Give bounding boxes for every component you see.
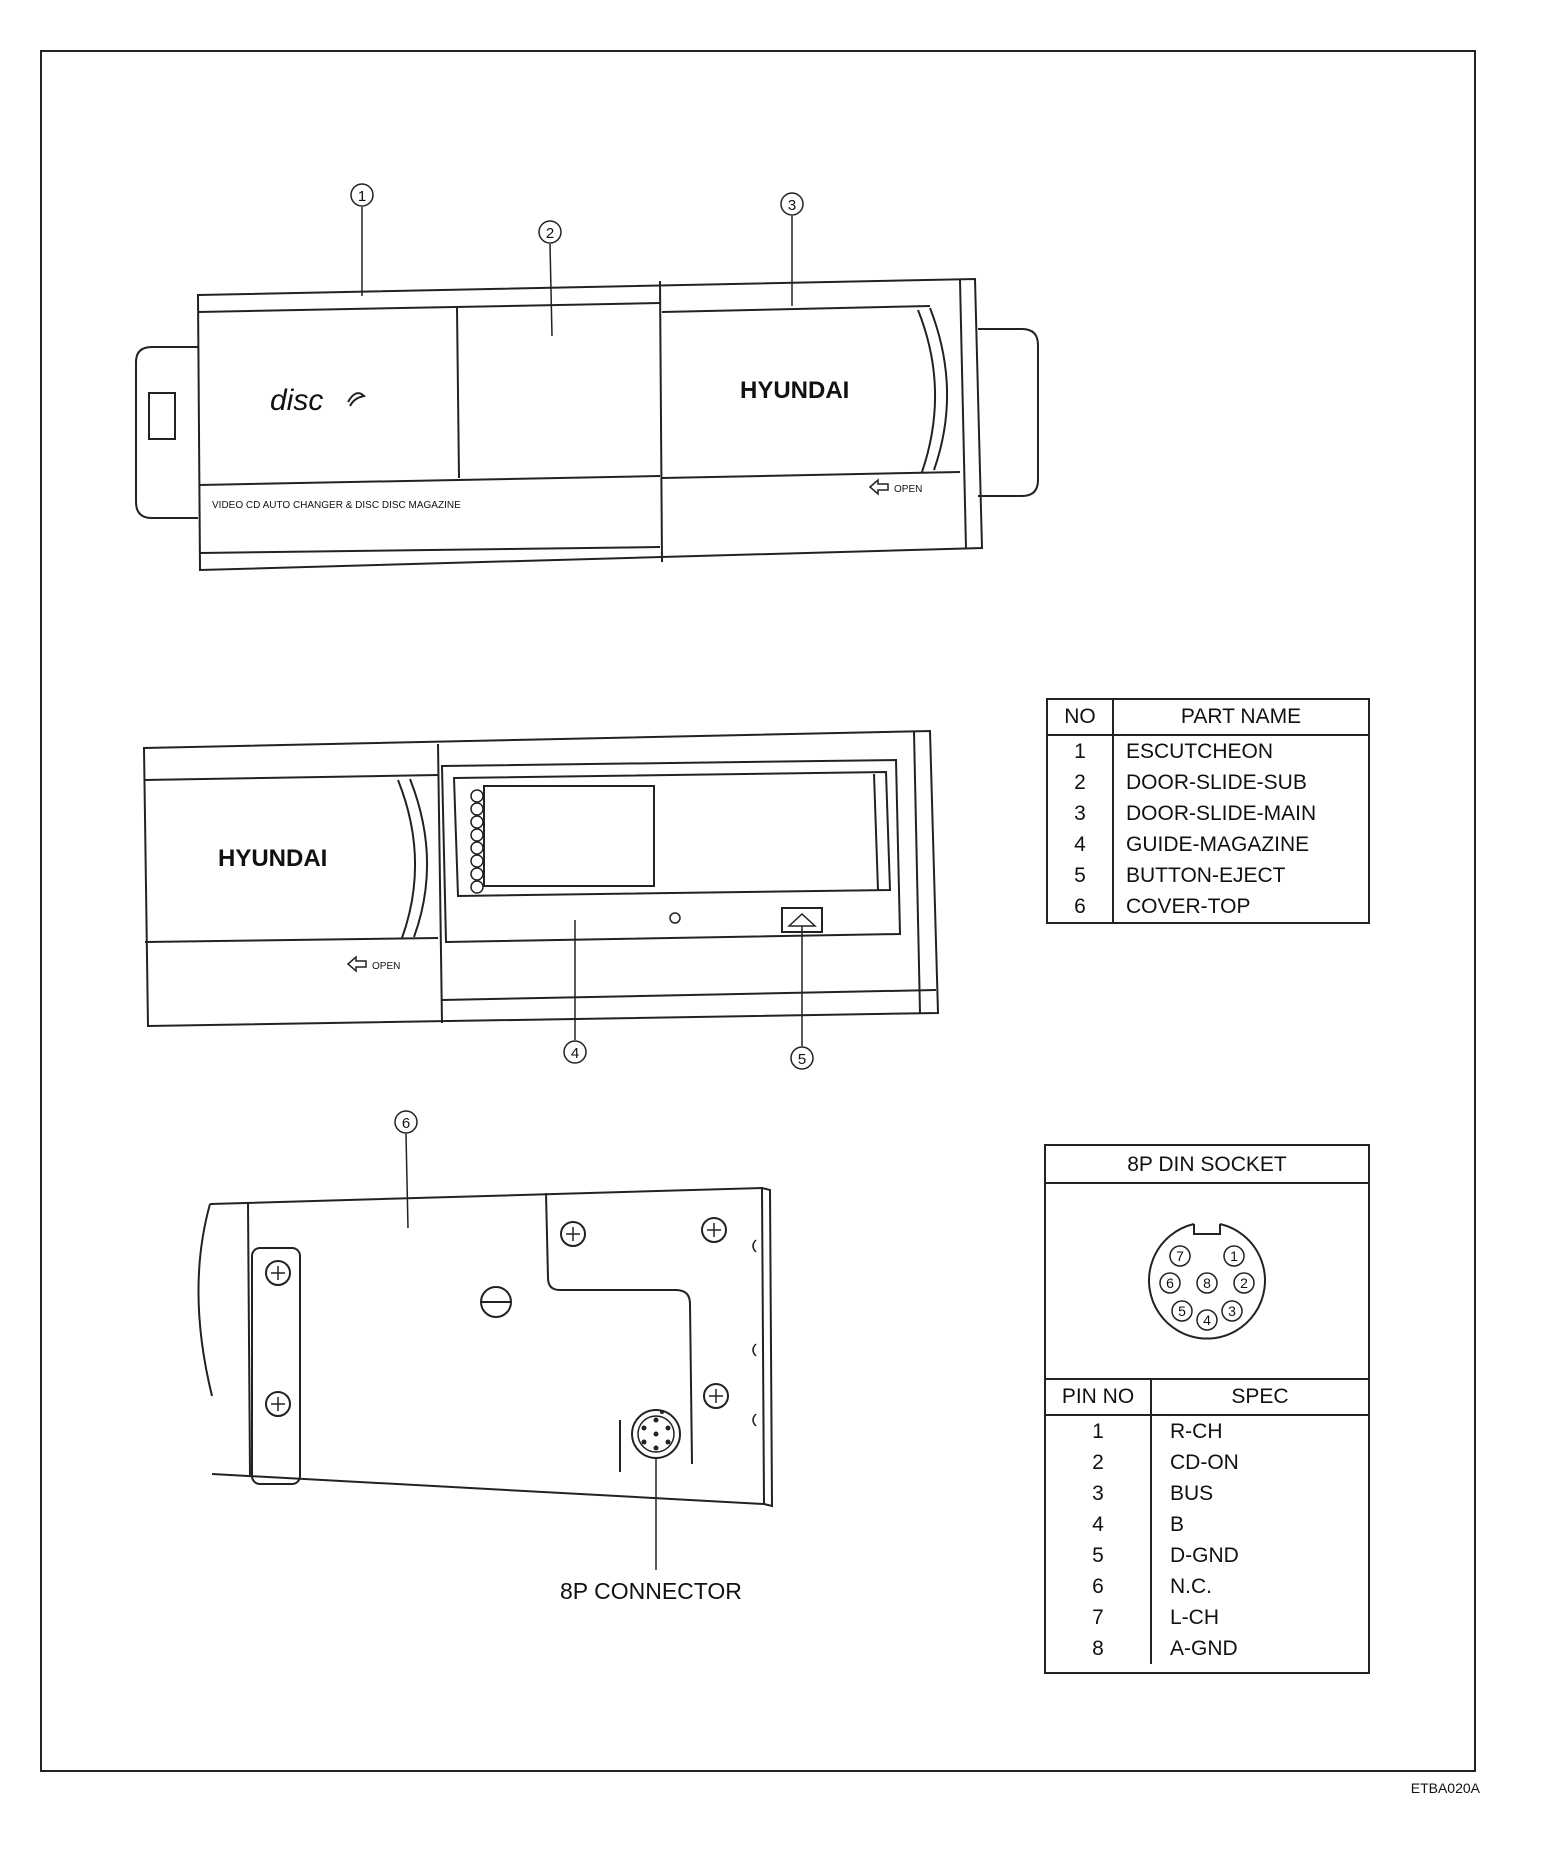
- pin-header-no: PIN NO: [1044, 1378, 1152, 1416]
- svg-text:8: 8: [1203, 1275, 1211, 1291]
- disc-logo-mark: [347, 392, 367, 407]
- eject-icon: [787, 912, 817, 927]
- part-name: ESCUTCHEON: [1112, 735, 1370, 767]
- callout-2-group: 2: [538, 220, 562, 337]
- pin-3: 3: [1221, 1300, 1243, 1322]
- part-no: 6: [1046, 891, 1114, 924]
- part-name: DOOR-SLIDE-SUB: [1112, 767, 1370, 798]
- callout-1-group: 1: [350, 183, 374, 296]
- callout-6: 6: [402, 1115, 410, 1132]
- drawing-frame: [40, 50, 1476, 1772]
- open-arrow-icon: [868, 478, 889, 496]
- svg-text:3: 3: [1228, 1303, 1236, 1319]
- pin-spec: B: [1150, 1509, 1370, 1540]
- open-view-brand-logo: HYUNDAI: [218, 845, 327, 872]
- svg-text:2: 2: [1240, 1275, 1248, 1291]
- pin-spec: D-GND: [1150, 1540, 1370, 1571]
- pin-spec: A-GND: [1150, 1633, 1370, 1664]
- din-socket-title: 8P DIN SOCKET: [1046, 1146, 1368, 1184]
- pin-8: 8: [1196, 1272, 1218, 1294]
- callout-3: 3: [788, 197, 796, 214]
- callout-5: 5: [798, 1051, 806, 1068]
- front-brand-logo: HYUNDAI: [740, 377, 849, 404]
- pin-7: 7: [1169, 1245, 1191, 1267]
- pin-header-spec: SPEC: [1150, 1378, 1370, 1416]
- pin-no: 3: [1044, 1478, 1152, 1509]
- svg-text:6: 6: [1166, 1275, 1174, 1291]
- part-no: 2: [1046, 767, 1114, 798]
- part-name: BUTTON-EJECT: [1112, 860, 1370, 891]
- pin-5: 5: [1171, 1300, 1193, 1322]
- figure-code: ETBA020A: [1410, 1780, 1480, 1796]
- disc-logo: disc: [270, 384, 323, 417]
- hole: [669, 912, 681, 924]
- pin-spec: BUS: [1150, 1478, 1370, 1509]
- callout-1: 1: [358, 188, 366, 205]
- callout-2: 2: [546, 225, 554, 242]
- pin-spec: L-CH: [1150, 1602, 1370, 1633]
- front-caption: VIDEO CD AUTO CHANGER & DISC DISC MAGAZI…: [212, 500, 461, 511]
- pin-no: 8: [1044, 1633, 1152, 1664]
- svg-text:7: 7: [1176, 1248, 1184, 1264]
- open-arrow-icon: [346, 955, 367, 973]
- callout-4: 4: [571, 1045, 579, 1062]
- pin-spec: CD-ON: [1150, 1447, 1370, 1478]
- parts-header-name: PART NAME: [1112, 698, 1370, 736]
- svg-text:4: 4: [1203, 1312, 1211, 1328]
- parts-header-no: NO: [1046, 698, 1114, 736]
- pin-spec: N.C.: [1150, 1571, 1370, 1602]
- part-no: 3: [1046, 798, 1114, 829]
- pin-no: 5: [1044, 1540, 1152, 1571]
- pin-4: 4: [1196, 1309, 1218, 1331]
- callout-6-group: 6: [394, 1110, 418, 1229]
- din-socket-panel: 8P DIN SOCKET 7 1 6 8 2 5 4 3 PIN NO SPE…: [1044, 1144, 1370, 1674]
- pin-no: 1: [1044, 1415, 1152, 1447]
- front-view-open: HYUNDAI OPEN: [142, 729, 940, 1028]
- svg-text:1: 1: [1230, 1248, 1238, 1264]
- din-socket-diagram: 7 1 6 8 2 5 4 3: [1148, 1223, 1266, 1340]
- part-no: 5: [1046, 860, 1114, 891]
- callout-4-group: 4: [563, 920, 587, 1064]
- callout-3-group: 3: [780, 192, 804, 306]
- part-name: COVER-TOP: [1112, 891, 1370, 924]
- connector-label: 8P CONNECTOR: [560, 1578, 742, 1604]
- open-view-open-label: OPEN: [372, 961, 400, 972]
- pin-2: 2: [1233, 1272, 1255, 1294]
- front-open-label: OPEN: [894, 484, 922, 495]
- pin-no: 7: [1044, 1602, 1152, 1633]
- part-no: 4: [1046, 829, 1114, 860]
- pin-spec: R-CH: [1150, 1415, 1370, 1447]
- part-no: 1: [1046, 735, 1114, 767]
- pin-no: 2: [1044, 1447, 1152, 1478]
- pin-no: 4: [1044, 1509, 1152, 1540]
- part-name: GUIDE-MAGAZINE: [1112, 829, 1370, 860]
- pin-6: 6: [1159, 1272, 1181, 1294]
- pin-no: 6: [1044, 1571, 1152, 1602]
- svg-text:5: 5: [1178, 1303, 1186, 1319]
- side-view: [197, 1186, 774, 1570]
- pin-1: 1: [1223, 1245, 1245, 1267]
- front-view-closed: disc HYUNDAI VIDEO CD AUTO CHANGER & DIS…: [135, 277, 1039, 572]
- part-name: DOOR-SLIDE-MAIN: [1112, 798, 1370, 829]
- callout-5-group: 5: [790, 926, 814, 1070]
